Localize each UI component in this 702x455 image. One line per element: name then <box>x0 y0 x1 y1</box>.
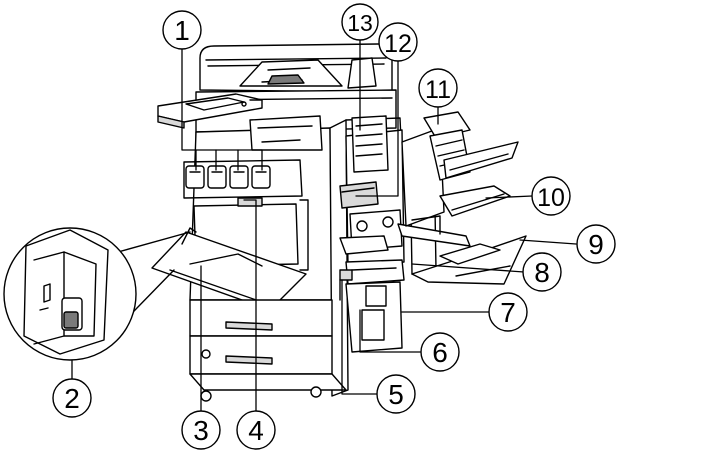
callout-number: 10 <box>537 184 565 212</box>
document-feeder <box>199 43 393 93</box>
callout-number: 13 <box>347 10 373 36</box>
callout-9: 9 <box>576 224 616 264</box>
callout-8: 8 <box>522 252 562 292</box>
callout-number: 8 <box>534 257 550 288</box>
callout-5: 5 <box>376 374 416 414</box>
operation-panel <box>157 93 263 129</box>
callout-number: 9 <box>588 229 604 260</box>
callout-number: 3 <box>193 415 209 446</box>
finisher-unit <box>401 111 519 235</box>
callout-3: 3 <box>181 410 221 450</box>
callout-12: 12 <box>378 22 418 62</box>
callout-number: 6 <box>432 337 448 368</box>
callout-10: 10 <box>531 176 571 216</box>
callout-6: 6 <box>420 332 460 372</box>
copier-illustration <box>3 37 577 419</box>
callout-11: 11 <box>418 68 458 108</box>
callout-number: 1 <box>174 15 190 46</box>
callout-number: 7 <box>500 297 516 328</box>
zoom-inset <box>3 227 191 361</box>
callout-1: 1 <box>162 10 202 50</box>
callout-7: 7 <box>488 292 528 332</box>
paper-trays <box>189 299 347 402</box>
callout-4: 4 <box>236 410 276 450</box>
callout-number: 4 <box>248 415 264 446</box>
callout-13: 13 <box>341 3 379 41</box>
callout-number: 12 <box>384 30 412 58</box>
callouts: 1 2 3 4 5 6 7 8 <box>52 3 616 450</box>
callout-2: 2 <box>52 378 92 418</box>
leader-lines <box>71 37 577 419</box>
callout-number: 5 <box>388 379 404 410</box>
toner-cartridges <box>183 159 303 199</box>
callout-number: 11 <box>425 76 451 104</box>
right-side-unit <box>339 115 405 353</box>
callout-number: 2 <box>64 383 80 414</box>
